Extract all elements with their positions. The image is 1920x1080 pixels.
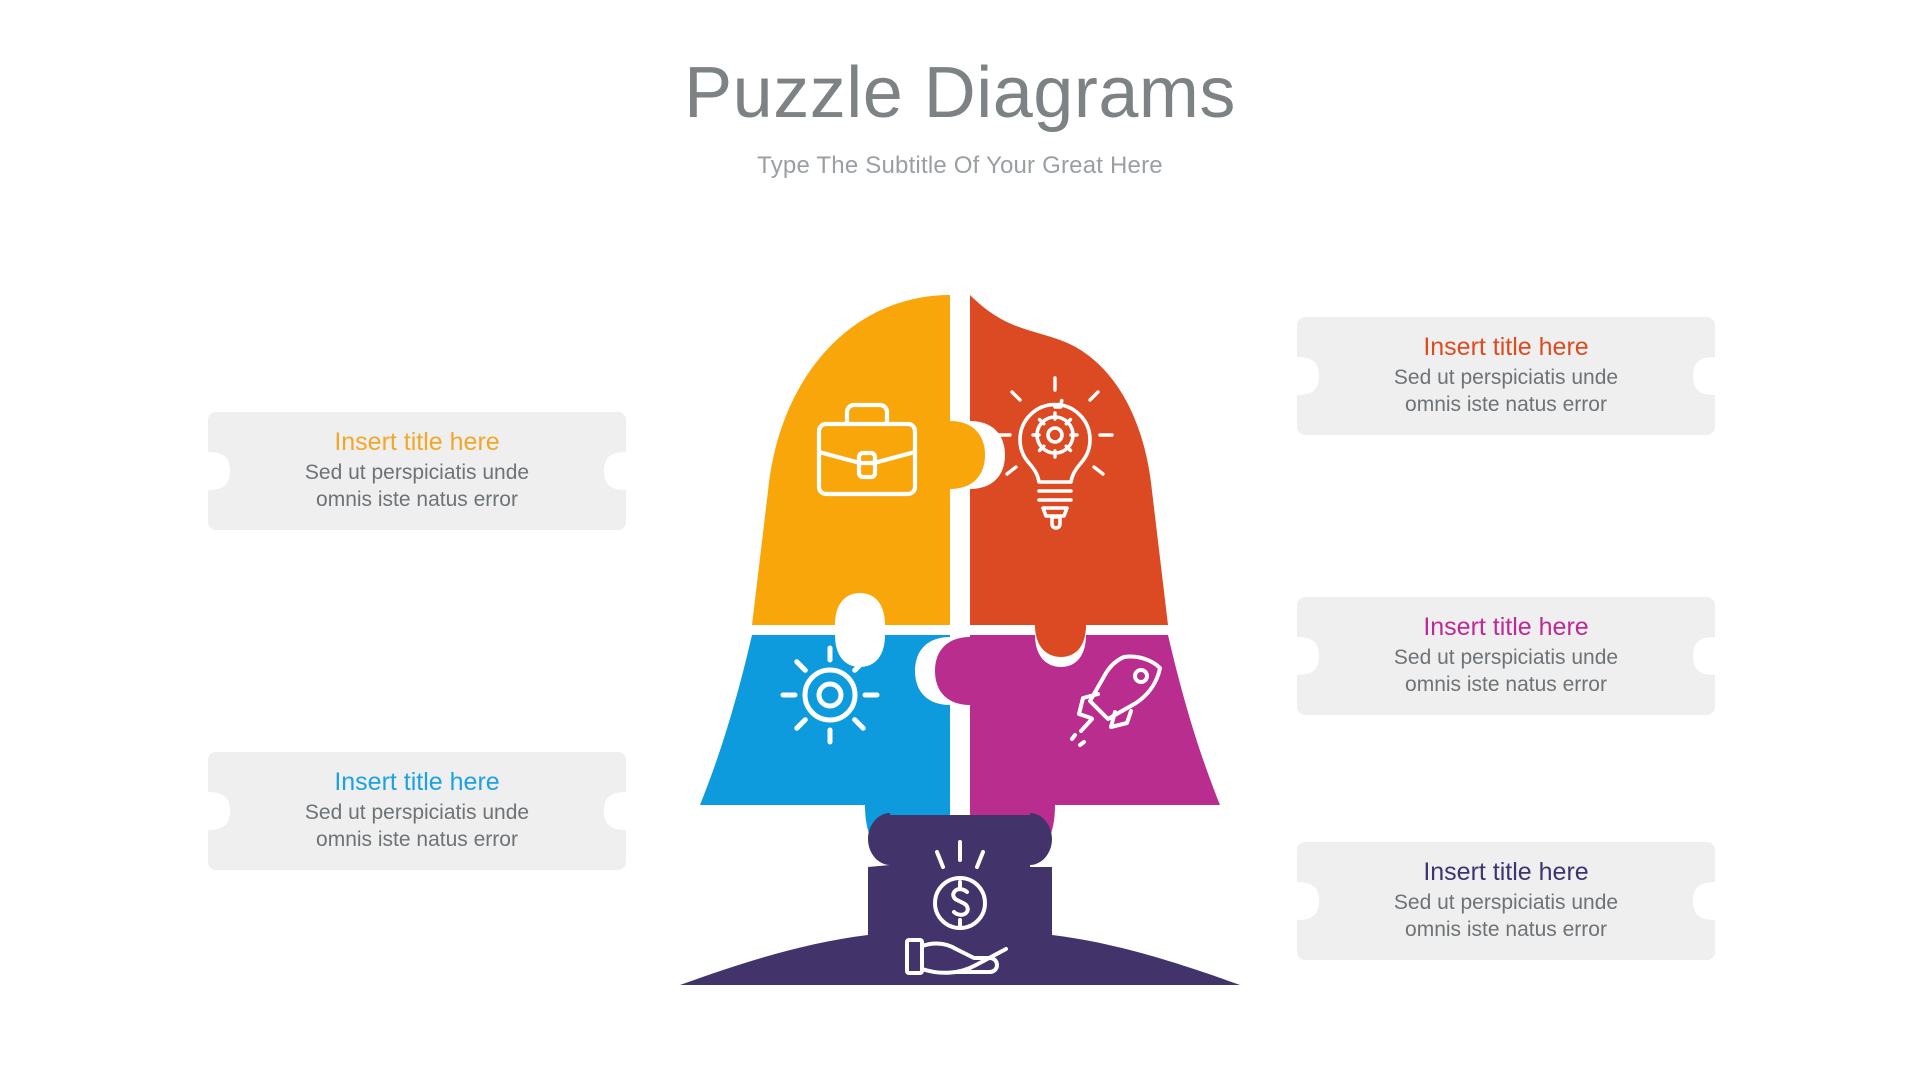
lightbulb-gear-icon	[996, 376, 1114, 530]
callout-body-line-1: Sed ut perspiciatis unde	[1393, 366, 1619, 389]
page-subtitle: Type The Subtitle Of Your Great Here	[757, 151, 1163, 179]
callout-text: Insert title here Sed ut perspiciatis un…	[252, 752, 582, 870]
callout-red[interactable]: Insert title here Sed ut perspiciatis un…	[1297, 317, 1715, 435]
callout-text: Insert title here Sed ut perspiciatis un…	[252, 412, 582, 530]
callout-body-line-1: Sed ut perspiciatis unde	[1393, 646, 1619, 669]
callout-plate	[208, 412, 626, 530]
piece-top-left[interactable]	[752, 295, 985, 625]
callout-purple[interactable]: Insert title here Sed ut perspiciatis un…	[1297, 842, 1715, 960]
callout-title: Insert title here	[1423, 333, 1589, 362]
callout-title: Insert title here	[1423, 858, 1589, 887]
callout-magenta[interactable]: Insert title here Sed ut perspiciatis un…	[1297, 597, 1715, 715]
page-title: Puzzle Diagrams	[684, 53, 1236, 133]
puzzle-diagram	[660, 295, 1260, 985]
callout-body-line-2: omnis iste natus error	[1405, 672, 1607, 696]
callout-body-line-1: Sed ut perspiciatis unde	[304, 461, 530, 484]
gear-icon	[780, 645, 880, 745]
callout-plate	[1297, 842, 1715, 960]
rocket-icon	[1070, 654, 1162, 747]
callout-title: Insert title here	[334, 768, 500, 797]
header: Puzzle Diagrams Type The Subtitle Of You…	[0, 53, 1920, 180]
callout-text: Insert title here Sed ut perspiciatis un…	[1341, 597, 1671, 715]
piece-middle-left[interactable]	[700, 635, 950, 855]
callout-orange[interactable]: Insert title here Sed ut perspiciatis un…	[208, 412, 626, 530]
piece-top-right[interactable]	[970, 295, 1168, 657]
callout-body-line-2: omnis iste natus error	[316, 827, 518, 851]
callout-body-line-2: omnis iste natus error	[1405, 392, 1607, 416]
hand-coin-icon	[905, 840, 1008, 975]
callout-text: Insert title here Sed ut perspiciatis un…	[1341, 317, 1671, 435]
callout-plate	[208, 752, 626, 870]
callout-title: Insert title here	[334, 428, 500, 457]
piece-bottom[interactable]	[680, 813, 1240, 985]
callout-body-line-1: Sed ut perspiciatis unde	[304, 801, 530, 824]
callout-plate	[1297, 597, 1715, 715]
piece-middle-right[interactable]	[935, 635, 1220, 855]
callout-blue[interactable]: Insert title here Sed ut perspiciatis un…	[208, 752, 626, 870]
callout-title: Insert title here	[1423, 613, 1589, 642]
callout-plate	[1297, 317, 1715, 435]
callout-text: Insert title here Sed ut perspiciatis un…	[1341, 842, 1671, 960]
callout-body-line-2: omnis iste natus error	[316, 487, 518, 511]
callout-body-line-1: Sed ut perspiciatis unde	[1393, 891, 1619, 914]
briefcase-icon	[816, 402, 918, 497]
callout-body-line-2: omnis iste natus error	[1405, 917, 1607, 941]
